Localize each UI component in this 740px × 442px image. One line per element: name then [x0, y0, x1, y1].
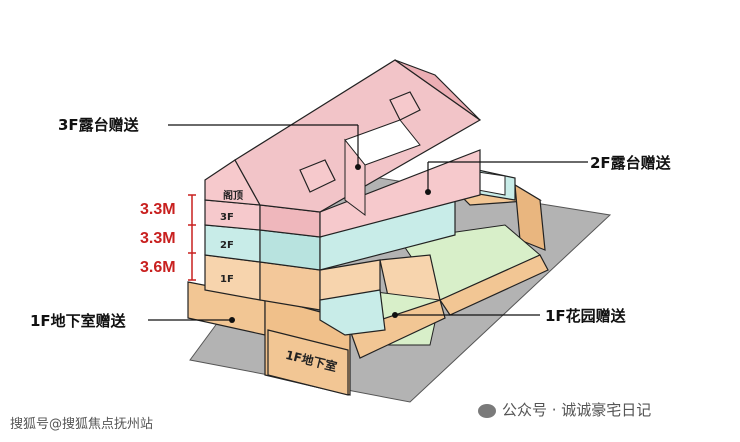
garden-wall-right: [514, 183, 546, 251]
callout-basement: 1F地下室赠送: [30, 312, 126, 330]
wechat-icon: [478, 403, 496, 418]
height-label-1f: 3.6M: [140, 259, 176, 276]
roof-ridge-right: [394, 59, 481, 121]
floor-3f-right: [319, 149, 481, 238]
dot-basement: [229, 317, 235, 323]
footer-right-text: 公众号 · 诚诚豪宅日记: [478, 399, 651, 420]
height-label-3f: 3.3M: [140, 201, 176, 218]
dot-garden: [392, 312, 398, 318]
callout-terrace-2f: 2F露台赠送: [590, 154, 671, 172]
callout-terrace-3f: 3F露台赠送: [58, 116, 139, 134]
garden-inner-wall: [439, 254, 549, 316]
floor-label-3f: 3F: [220, 212, 234, 223]
dot-terrace-3f: [355, 164, 361, 170]
footer-left-text: 搜狐号@搜狐焦点抚州站: [10, 417, 154, 432]
floor-label-1f: 1F: [220, 274, 234, 285]
callout-garden: 1F花园赠送: [545, 307, 626, 325]
footer-right-label: 公众号 · 诚诚豪宅日记: [502, 401, 652, 419]
dormer-right: [389, 91, 421, 121]
terrace-1f: [319, 289, 386, 336]
floor-label-2f: 2F: [220, 240, 234, 251]
height-label-2f: 3.3M: [140, 230, 176, 247]
dormer-left: [299, 159, 336, 193]
dot-terrace-2f: [425, 189, 431, 195]
basement-front-lower: [267, 329, 349, 396]
floor-label-attic: 阁顶: [223, 191, 243, 202]
